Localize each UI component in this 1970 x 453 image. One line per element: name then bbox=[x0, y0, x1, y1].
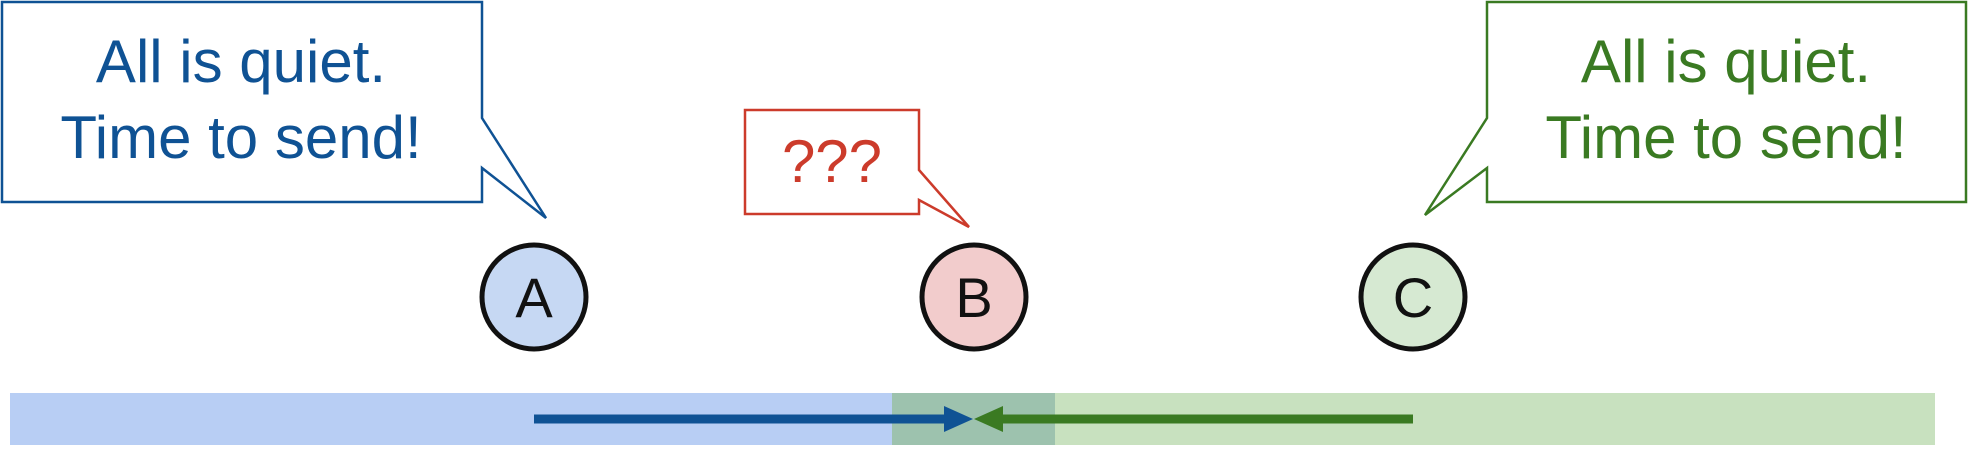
node-c-label: C bbox=[1393, 266, 1433, 329]
node-a-label: A bbox=[515, 266, 553, 329]
arrow-a-to-b-head bbox=[944, 406, 973, 432]
speech-bubble-c bbox=[1423, 0, 1968, 216]
speech-bubble-b-text: ??? bbox=[782, 128, 882, 195]
speech-bubble-c-line1: All is quiet. bbox=[1581, 28, 1871, 95]
node-b bbox=[919, 242, 1029, 352]
arrow-c-to-b-head bbox=[974, 406, 1003, 432]
node-c bbox=[1358, 242, 1468, 352]
speech-bubble-a-line2: Time to send! bbox=[60, 104, 421, 171]
speech-bubble-c-line2: Time to send! bbox=[1545, 104, 1906, 171]
speech-bubble-a bbox=[0, 0, 548, 219]
speech-bubble-b bbox=[743, 108, 970, 229]
speech-bubble-a-line1: All is quiet. bbox=[96, 28, 386, 95]
node-b-label: B bbox=[955, 266, 992, 329]
node-a bbox=[479, 242, 589, 352]
